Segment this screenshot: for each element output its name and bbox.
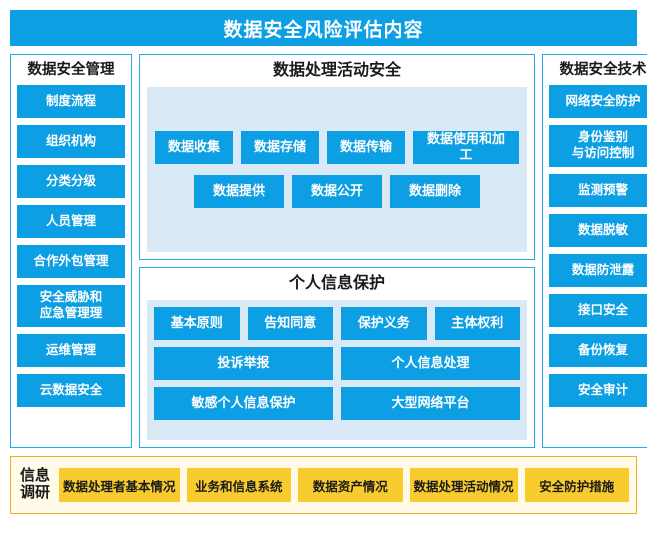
center-bottom-inner: 基本原则 告知同意 保护义务 主体权利 投诉举报 个人信息处理 敏感个人信息保护…	[147, 299, 527, 440]
survey-bar: 信息 调研 数据处理者基本情况 业务和信息系统 数据资产情况 数据处理活动情况 …	[10, 456, 637, 514]
right-item-1[interactable]: 身份鉴别 与访问控制	[549, 124, 647, 167]
panel-data-security-technology: 数据安全技术 网络安全防护 身份鉴别 与访问控制 监测预警 数据脱敏 数据防泄露…	[542, 54, 647, 448]
left-item-2[interactable]: 分类分级	[17, 164, 125, 198]
right-column-list: 网络安全防护 身份鉴别 与访问控制 监测预警 数据脱敏 数据防泄露 接口安全 备…	[549, 84, 647, 441]
center-top-item-0[interactable]: 数据收集	[155, 130, 233, 164]
center-top-item-1[interactable]: 数据存储	[241, 130, 319, 164]
left-item-6[interactable]: 运维管理	[17, 333, 125, 367]
center-bottom-item-1[interactable]: 告知同意	[247, 306, 333, 340]
left-item-0[interactable]: 制度流程	[17, 84, 125, 118]
right-item-0[interactable]: 网络安全防护	[549, 84, 647, 118]
center-top-item-5[interactable]: 数据公开	[292, 174, 382, 208]
center-bottom-row-3: 敏感个人信息保护 大型网络平台	[154, 386, 520, 420]
right-item-3[interactable]: 数据脱敏	[549, 213, 647, 247]
center-bottom-row-1: 基本原则 告知同意 保护义务 主体权利	[154, 306, 520, 340]
left-column-heading: 数据安全管理	[27, 62, 115, 78]
center-bottom-item-7[interactable]: 大型网络平台	[341, 386, 520, 420]
panel-data-processing-activity-security: 数据处理活动安全 数据收集 数据存储 数据传输 数据使用和加工 数据提供 数据公…	[139, 54, 535, 260]
center-top-heading: 数据处理活动安全	[272, 62, 401, 79]
center-top-item-4[interactable]: 数据提供	[194, 174, 284, 208]
survey-item-4[interactable]: 安全防护措施	[524, 468, 629, 502]
right-item-6[interactable]: 备份恢复	[549, 333, 647, 367]
main-columns: 数据安全管理 制度流程 组织机构 分类分级 人员管理 合作外包管理 安全威胁和 …	[10, 54, 647, 448]
center-top-item-6[interactable]: 数据删除	[390, 174, 480, 208]
center-bottom-item-6[interactable]: 敏感个人信息保护	[154, 386, 333, 420]
center-column: 数据处理活动安全 数据收集 数据存储 数据传输 数据使用和加工 数据提供 数据公…	[139, 54, 535, 448]
right-column-heading: 数据安全技术	[559, 62, 647, 78]
center-bottom-heading: 个人信息保护	[288, 275, 385, 292]
left-item-7[interactable]: 云数据安全	[17, 373, 125, 407]
left-item-1[interactable]: 组织机构	[17, 124, 125, 158]
page-title: 数据安全风险评估内容	[223, 19, 424, 41]
panel-personal-information-protection: 个人信息保护 基本原则 告知同意 保护义务 主体权利 投诉举报 个人信息处理 敏…	[139, 267, 535, 448]
survey-label: 信息 调研	[20, 467, 51, 501]
center-top-row-1: 数据收集 数据存储 数据传输 数据使用和加工	[155, 130, 519, 164]
center-top-inner: 数据收集 数据存储 数据传输 数据使用和加工 数据提供 数据公开 数据删除	[147, 86, 527, 252]
center-bottom-item-3[interactable]: 主体权利	[434, 306, 520, 340]
page-title-banner: 数据安全风险评估内容	[10, 10, 637, 46]
center-bottom-item-2[interactable]: 保护义务	[341, 306, 427, 340]
panel-data-security-management: 数据安全管理 制度流程 组织机构 分类分级 人员管理 合作外包管理 安全威胁和 …	[10, 54, 132, 448]
center-bottom-row-2: 投诉举报 个人信息处理	[154, 346, 520, 380]
left-item-5[interactable]: 安全威胁和 应急管理理	[17, 284, 125, 327]
right-item-7[interactable]: 安全审计	[549, 373, 647, 407]
survey-item-2[interactable]: 数据资产情况	[298, 468, 403, 502]
right-item-4[interactable]: 数据防泄露	[549, 253, 647, 287]
center-top-item-3[interactable]: 数据使用和加工	[413, 130, 519, 164]
survey-item-1[interactable]: 业务和信息系统	[186, 468, 292, 502]
center-bottom-item-0[interactable]: 基本原则	[154, 306, 240, 340]
center-bottom-item-5[interactable]: 个人信息处理	[341, 346, 520, 380]
center-top-row-2: 数据提供 数据公开 数据删除	[155, 174, 519, 208]
center-bottom-item-4[interactable]: 投诉举报	[154, 346, 333, 380]
center-top-item-2[interactable]: 数据传输	[327, 130, 405, 164]
left-item-4[interactable]: 合作外包管理	[17, 244, 125, 278]
right-item-5[interactable]: 接口安全	[549, 293, 647, 327]
survey-items: 数据处理者基本情况 业务和信息系统 数据资产情况 数据处理活动情况 安全防护措施	[59, 468, 629, 502]
left-column-list: 制度流程 组织机构 分类分级 人员管理 合作外包管理 安全威胁和 应急管理理 运…	[17, 84, 125, 441]
survey-item-3[interactable]: 数据处理活动情况	[409, 468, 518, 502]
right-item-2[interactable]: 监测预警	[549, 173, 647, 207]
survey-item-0[interactable]: 数据处理者基本情况	[59, 468, 180, 502]
left-item-3[interactable]: 人员管理	[17, 204, 125, 238]
